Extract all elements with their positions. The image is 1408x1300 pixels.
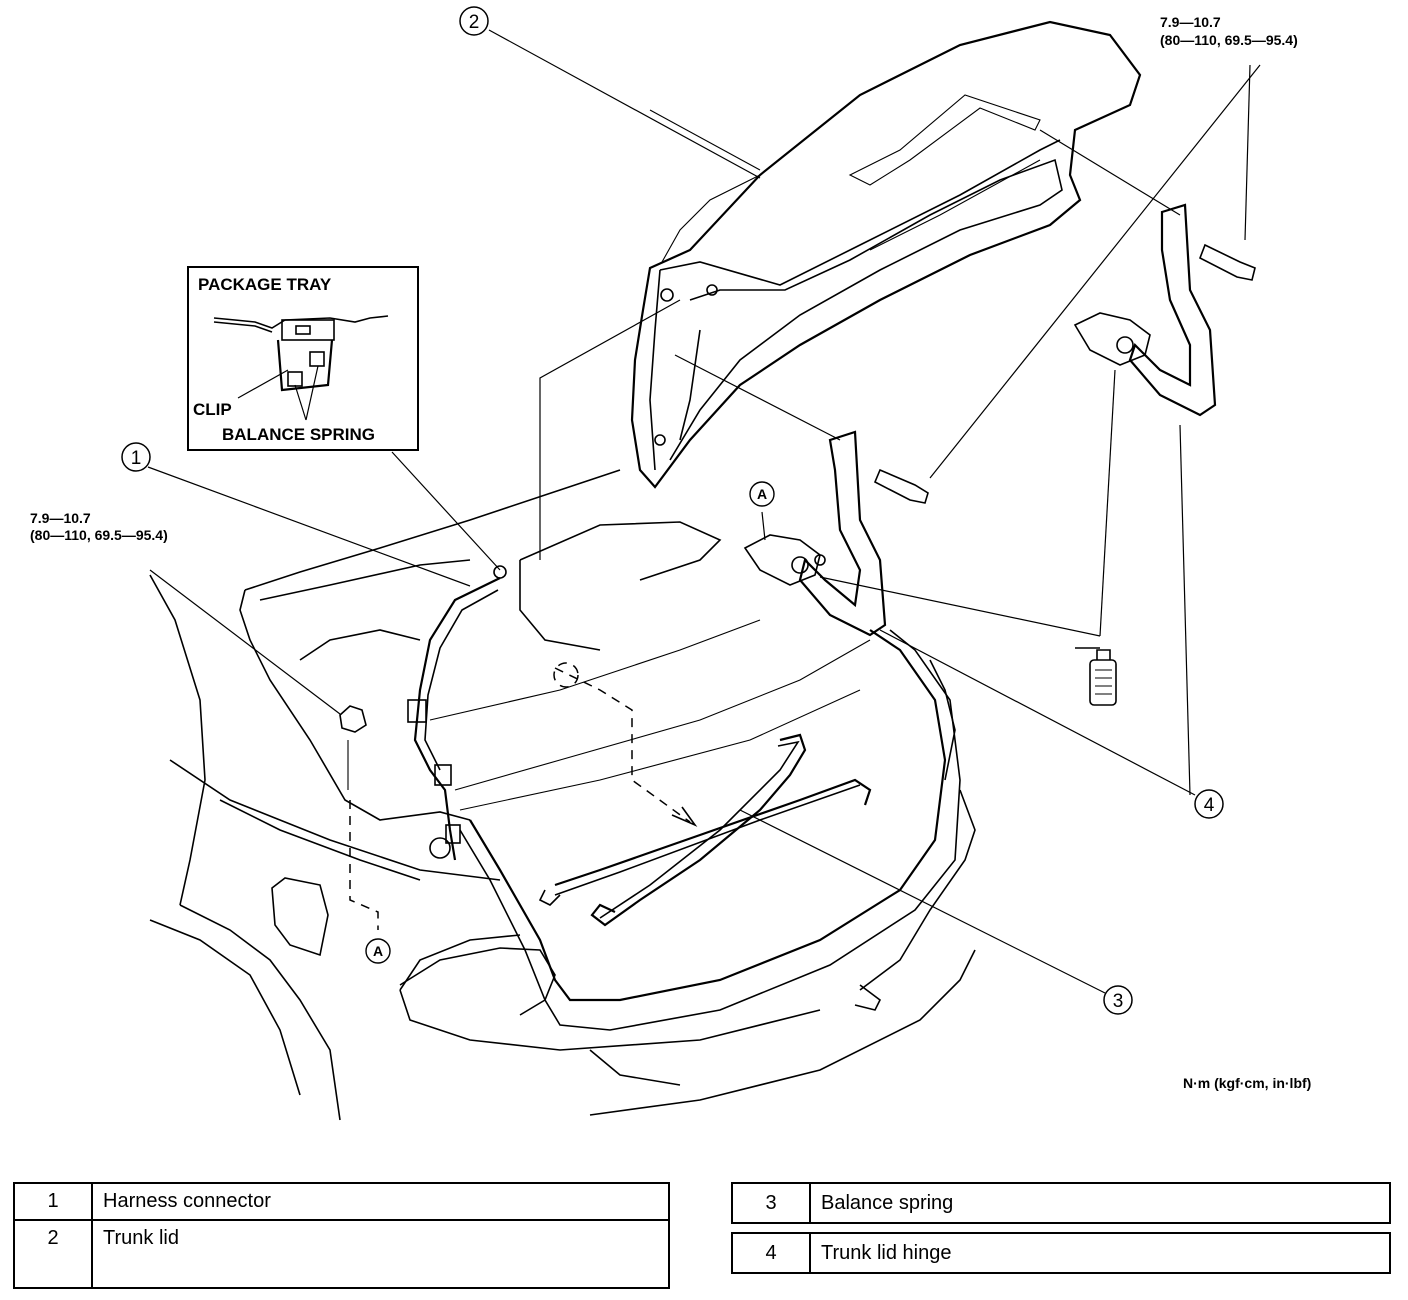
package-tray-inset: PACKAGE TRAY CLIP BALANCE SPRING	[187, 266, 419, 451]
inset-balance-spring-label: BALANCE SPRING	[222, 425, 375, 444]
svg-text:A: A	[757, 486, 767, 502]
callout-3: 3	[1103, 985, 1133, 1015]
callout-1: 1	[121, 442, 151, 472]
trunk-lid-diagram: PACKAGE TRAY CLIP BALANCE SPRING 1	[30, 6, 1311, 1121]
torque-left-line1: 7.9—10.7	[30, 510, 91, 526]
left-hinge	[743, 430, 887, 637]
dashed-arrowhead	[671, 806, 698, 827]
legend-label: Balance spring	[809, 1182, 1391, 1224]
inset-clip-label: CLIP	[193, 400, 232, 419]
dashed-guide-a	[554, 667, 691, 823]
legend-label: Trunk lid hinge	[809, 1232, 1391, 1274]
torque-right-line1: 7.9—10.7	[1160, 14, 1221, 30]
callout-a-lower: A	[365, 938, 391, 964]
torque-left-line2: (80—110, 69.5—95.4)	[30, 527, 168, 543]
legend-label: Harness connector	[91, 1182, 670, 1221]
dashed-clip-marker	[553, 662, 579, 688]
callout-4: 4	[1194, 789, 1224, 819]
hinge-bolt-right	[1198, 243, 1256, 281]
legend-label: Trunk lid	[91, 1219, 670, 1289]
harness-connector	[407, 565, 507, 861]
legend-number: 2	[13, 1219, 93, 1289]
legend-row: 4 Trunk lid hinge	[731, 1232, 1391, 1274]
callout-2: 2	[459, 6, 489, 36]
leader-lines	[147, 29, 1261, 994]
legend-table-left: 1 Harness connector 2 Trunk lid	[13, 1182, 670, 1289]
car-body	[149, 469, 976, 1121]
legend-number: 1	[13, 1182, 93, 1221]
svg-text:2: 2	[469, 12, 480, 33]
svg-text:A: A	[373, 943, 383, 959]
trunk-lid	[630, 20, 1142, 489]
balance-springs	[538, 733, 872, 927]
svg-text:4: 4	[1204, 795, 1215, 816]
svg-text:3: 3	[1113, 991, 1124, 1012]
legend-table-right: 3 Balance spring 4 Trunk lid hinge	[731, 1182, 1391, 1274]
legend-row: 3 Balance spring	[731, 1182, 1391, 1224]
legend-number: 3	[731, 1182, 811, 1224]
tray-clip	[339, 705, 367, 790]
svg-text:1: 1	[131, 448, 142, 469]
dashed-guide-b	[349, 800, 379, 930]
legend-spacer	[732, 1222, 1390, 1234]
units-label: N·m (kgf·cm, in·lbf)	[1183, 1075, 1311, 1091]
inset-title: PACKAGE TRAY	[198, 275, 332, 294]
callout-a-upper: A	[749, 481, 775, 507]
legend-number: 4	[731, 1232, 811, 1274]
right-hinge	[1073, 203, 1217, 417]
legend-row: 1 Harness connector	[13, 1182, 670, 1221]
torque-right-line2: (80—110, 69.5—95.4)	[1160, 32, 1298, 48]
grease-tube-icon	[1075, 647, 1117, 706]
hinge-bolt-left	[873, 468, 929, 504]
legend-row: 2 Trunk lid	[13, 1219, 670, 1289]
